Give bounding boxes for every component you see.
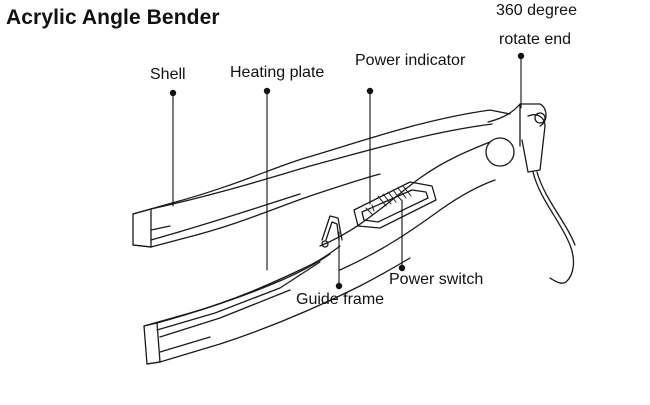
rotate-end: [485, 103, 576, 284]
dot-power-switch: [398, 264, 406, 272]
label-rotate-end-line2: rotate end: [499, 31, 572, 48]
label-power-indicator: Power indicator: [355, 52, 466, 69]
dot-heating-plate: [263, 87, 271, 95]
lower-arm-heating-plate: [143, 245, 411, 365]
guide-frame: [321, 215, 343, 248]
leader-lines: [172, 55, 522, 287]
upper-arm-shell: [132, 109, 511, 248]
dot-power-indicator: [366, 87, 374, 95]
leader-dots: [169, 52, 525, 290]
label-rotate-end-line1: 360 degree: [496, 2, 577, 19]
label-shell: Shell: [150, 66, 186, 83]
label-guide-frame: Guide frame: [296, 291, 385, 308]
diagram-title: Acrylic Angle Bender: [6, 6, 220, 29]
dot-guide-frame: [335, 282, 343, 290]
power-switch-ribs: [365, 185, 412, 215]
label-heating-plate: Heating plate: [230, 64, 325, 81]
handle-body: [319, 141, 496, 271]
label-power-switch: Power switch: [389, 271, 484, 288]
dot-shell: [169, 89, 177, 97]
dot-rotate-end: [517, 52, 525, 60]
